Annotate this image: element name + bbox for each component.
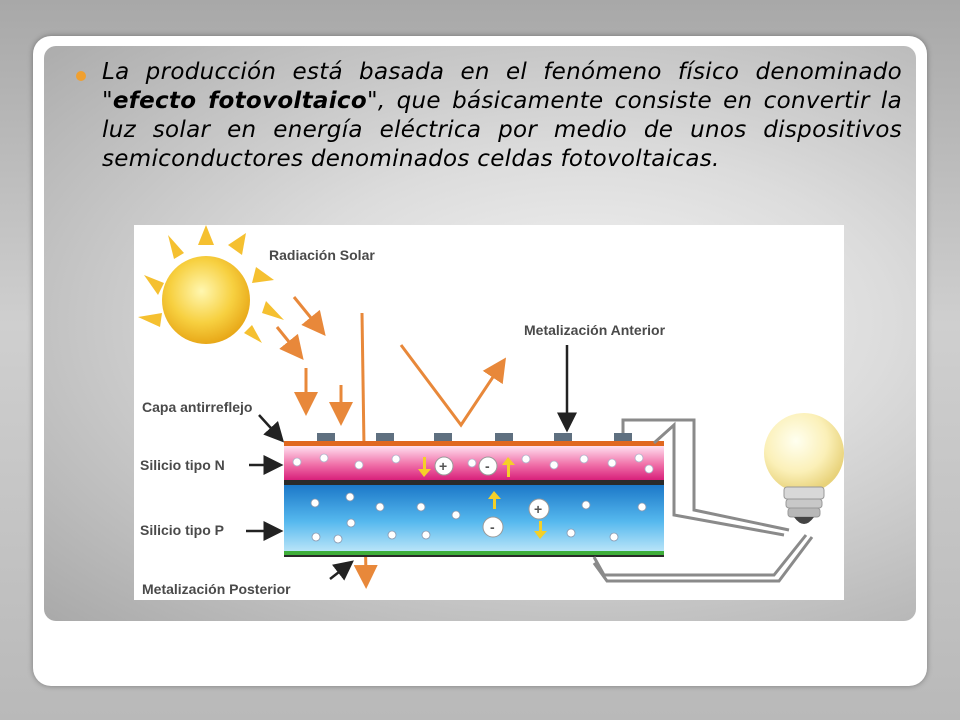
svg-text:-: - [490,519,495,535]
p-layer-charges [310,492,647,544]
back-metal-layer [284,551,664,555]
light-bulb-icon [764,413,844,524]
bullet-text-before: La producción está basada en el fenómeno… [102,59,902,114]
bullet-text-bold: efecto fotovoltaico [112,88,367,114]
label-arrows [246,345,577,581]
circuit-wires [592,418,814,583]
label-antireflex: Capa antirreflejo [142,399,252,415]
antireflex-layer [284,441,664,446]
svg-text:-: - [485,458,490,474]
n-layer-charges [292,453,654,474]
svg-text:+: + [534,501,542,517]
bullet-text-after: ", que básicamente consiste en convertir… [102,88,902,172]
bullet-dot-icon [76,71,86,81]
sun-icon [138,225,284,344]
photovoltaic-diagram: Radiación Solar Metalización Anterior Ca… [134,225,844,600]
label-n-type: Silicio tipo N [140,457,225,473]
electron-minus-p: - [482,516,504,538]
hole-plus-n: + [434,456,454,476]
front-contacts [317,433,632,443]
label-p-type: Silicio tipo P [140,522,224,538]
hole-plus-p: + [528,498,550,520]
diagram-svg: Radiación Solar Metalización Anterior Ca… [138,225,844,597]
svg-text:+: + [439,458,447,474]
label-radiation: Radiación Solar [269,247,375,263]
bullet-paragraph: La producción está basada en el fenómeno… [102,58,902,174]
electron-minus-n: - [478,456,498,476]
label-back-metal: Metalización Posterior [142,581,291,597]
carrier-arrows [418,457,547,539]
label-front-metal: Metalización Anterior [524,322,666,338]
junction-line [284,480,664,485]
